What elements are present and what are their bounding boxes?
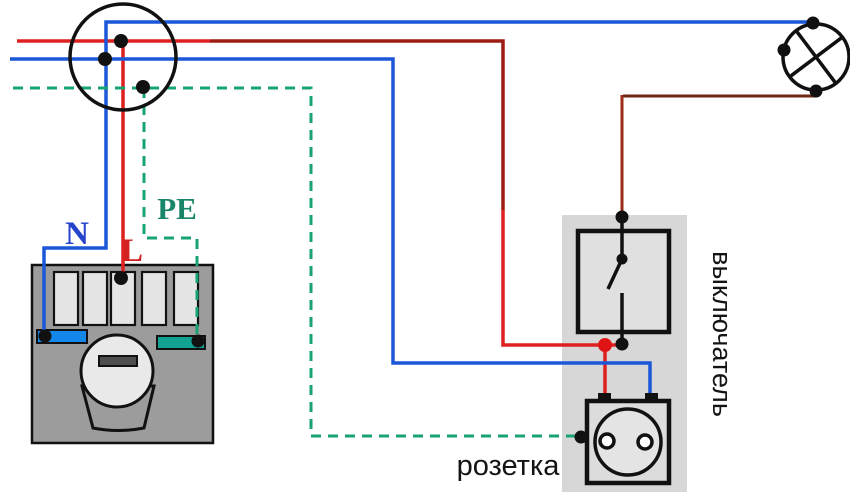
wires	[10, 20, 818, 438]
socket-terminal-phase	[598, 393, 611, 403]
socket-terminal-neutral	[645, 393, 658, 403]
lamp-cross-icon	[788, 29, 844, 85]
junction-box	[68, 2, 178, 112]
neutral-wire-to-lamp	[104, 20, 813, 59]
switch-label: выключатель	[707, 251, 737, 417]
socket-terminal-earth-dot	[574, 430, 588, 444]
panel-connection-dots	[38, 271, 205, 348]
connection-dot-earth	[136, 80, 150, 94]
earth-label: PE	[157, 191, 197, 226]
breaker	[140, 270, 168, 327]
neutral-label: N	[65, 216, 89, 252]
panel-neutral-dot	[38, 329, 52, 343]
meter-display	[98, 355, 138, 367]
lamp-terminal-dot	[806, 16, 820, 30]
breaker	[172, 270, 200, 327]
distribution-panel	[30, 263, 215, 445]
connection-dot-phase	[114, 34, 128, 48]
breaker-row	[52, 270, 200, 327]
junction-box-dots	[98, 34, 150, 94]
socket-hole	[636, 433, 654, 451]
neutral-wire-to-panel	[42, 59, 108, 334]
lamp-wire-horizontal	[623, 91, 818, 98]
connection-dot-neutral	[98, 52, 112, 66]
panel-phase-dot	[114, 271, 128, 285]
breaker	[81, 270, 109, 327]
switch-lever	[606, 258, 624, 290]
phase-wire-run	[210, 39, 505, 210]
lamp-terminal-dot	[809, 84, 823, 98]
meter-dial	[79, 333, 155, 409]
breaker	[52, 270, 80, 327]
socket-label: розетка	[457, 450, 561, 482]
earth-wire-to-panel	[142, 88, 199, 341]
switch-terminal-dot	[615, 337, 629, 351]
socket-symbol	[574, 393, 672, 486]
lamp-terminal-dot	[777, 43, 791, 57]
switch-pivot-dot	[616, 253, 628, 265]
phase-wire-to-switch	[501, 210, 621, 347]
neutral-wire-to-socket	[10, 57, 652, 397]
switch-terminal-dot	[615, 210, 629, 224]
panel-earth-dot	[191, 334, 205, 348]
line-label: L	[121, 233, 143, 269]
lamp-symbol	[777, 16, 850, 98]
socket-face	[593, 407, 663, 477]
socket-hole	[598, 432, 616, 450]
switch-symbol	[575, 210, 672, 352]
phase-junction-dot	[598, 338, 612, 352]
